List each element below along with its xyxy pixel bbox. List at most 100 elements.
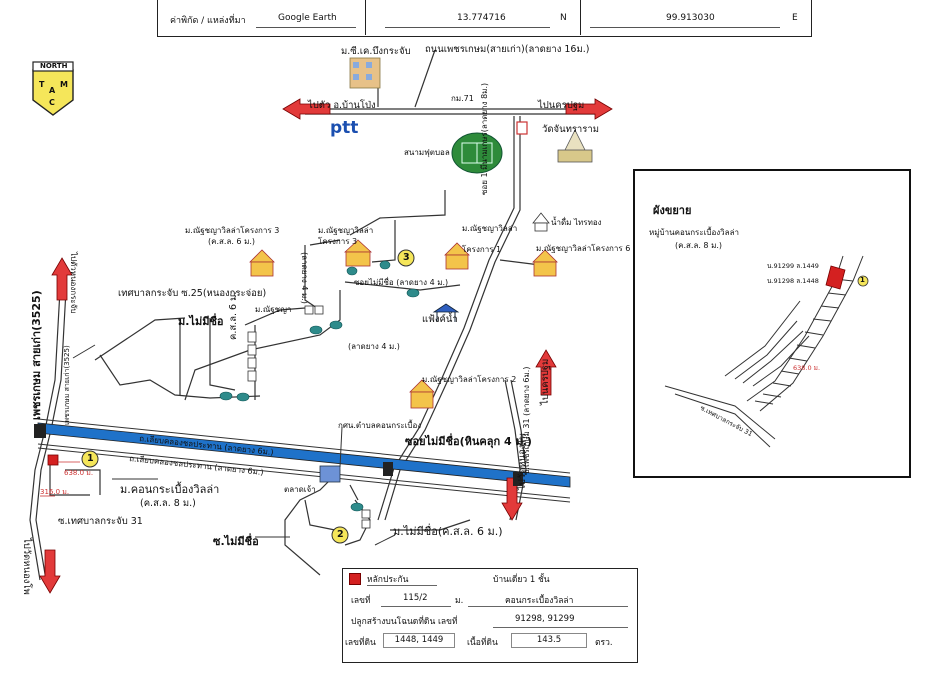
title-deed-label: ปลูกสร้างบนโฉนดที่ดิน เลขที่ xyxy=(351,617,458,627)
label-to-nakhon-pathom-right: ไปนครปฐม xyxy=(540,358,551,405)
village-proj6-icon xyxy=(532,249,558,277)
area-value: 143.5 xyxy=(511,633,587,648)
north-arrow-badge: NORTH T A M C xyxy=(31,60,75,116)
label-dist-638: 638.0 ม. xyxy=(64,469,94,477)
label-to-ban-pong: ไปตัว อ.บ้านโป่ง xyxy=(308,100,376,111)
label-konkra-sub: (ค.ส.ล. 8 ม.) xyxy=(140,498,196,509)
house-no-label: เลขที่ xyxy=(351,596,371,606)
label-dist-316: 316.0 ม. xyxy=(40,488,70,496)
label-m-natchaya: ม.ณัฐชญา xyxy=(255,305,292,314)
village-proj3-mid-icon xyxy=(343,239,373,267)
label-road-top: ถนนเพชรเกษม(สายเก่า)(ลาดยาง 16ม.) xyxy=(425,44,590,55)
latitude-cell: 13.774716 N xyxy=(365,0,581,35)
arrow-east-top xyxy=(565,98,613,120)
label-school-top: ม.ซี.เค.บึงกระจับ xyxy=(341,46,411,57)
coordinate-bar: ค่าพิกัด / แหล่งที่มา Google Earth 13.77… xyxy=(157,0,812,37)
label-petkasem-small: เพชรเกษม สายเก่า(3525) xyxy=(63,345,71,425)
label-water-tank: น้ำดื่ม ไทรทอง xyxy=(551,218,602,227)
land-no-value: 1448, 1449 xyxy=(383,633,455,648)
inset-detail-map: ผังขยาย หมู่บ้านคอนกระเบื้องวิลล่า (ค.ส.… xyxy=(633,169,911,478)
label-petkasem-left: เพชรเกษม สายเก่า(3525) xyxy=(30,290,43,420)
label-municipal31: ซ.เทศบาลกระจับ 31 xyxy=(58,516,143,527)
label-proj2: ม.ณัฐชญาวิลล่าโครงการ 2 xyxy=(422,375,517,384)
label-ptt: ptt xyxy=(330,118,359,138)
label-m-noname: ม.ไม่มีชื่อ xyxy=(178,315,224,328)
house-no-value: 115/2 xyxy=(403,593,428,603)
collateral-plot-marker xyxy=(47,454,59,466)
label-market: ตลาดเจ้า xyxy=(284,485,316,494)
arrow-north-right xyxy=(535,349,557,396)
label-m-noname-bottom: ม.ไม่มีชื่อ(ค.ส.ล. 6 ม.) xyxy=(393,525,503,538)
inset-plot-diagram xyxy=(664,255,869,448)
label-soi-noname-right: ซอยไม่มีชื่อ(หินคลุก 4 ม.) xyxy=(405,435,532,448)
marker-2-label: 2 xyxy=(337,529,344,540)
label-proj1-b: โครงการ 1 xyxy=(462,245,502,254)
inset-subtitle: หมู่บ้านคอนกระเบื้องวิลล่า xyxy=(649,228,739,237)
north-text: NORTH xyxy=(40,62,68,70)
temple-icon xyxy=(557,129,593,163)
longitude-cell: 99.913030 E xyxy=(580,0,811,35)
village-proj1-icon xyxy=(444,242,470,270)
label-proj3-mid: ม.ณัฐชญาวิลล่า xyxy=(318,226,374,235)
football-field-icon xyxy=(451,132,503,174)
inset-marker: 1 xyxy=(860,276,865,284)
label-proj6: ม.ณัฐชญาวิลล่าโครงการ 6 xyxy=(536,244,631,253)
marker-2-circle xyxy=(331,526,349,544)
badge-left-letter: T xyxy=(39,80,45,89)
label-konkra-villa: ม.คอนกระเบื้องวิลล่า xyxy=(120,483,220,496)
school-building-icon xyxy=(349,57,381,89)
marker-3-label: 3 xyxy=(403,252,410,263)
coordinate-source: Google Earth xyxy=(278,13,337,23)
badge-right-letter: M xyxy=(60,80,68,89)
legend-label: หลักประกัน xyxy=(367,575,409,585)
label-soi-noname-4: ซอยไม่มีชื่อ (ลาดยาง 4 ม.) xyxy=(354,278,449,287)
source-cell: ค่าพิกัด / แหล่งที่มา Google Earth xyxy=(158,0,366,35)
label-proj1: ม.ณัฐชญาวิลล่า xyxy=(462,224,518,233)
gazebo-icon xyxy=(432,303,460,322)
moo-label: ม. xyxy=(455,596,464,606)
legend-swatch xyxy=(349,573,361,585)
temple-gate-icon xyxy=(516,121,528,135)
label-css6-vertical: ค.ส.ล. 6 ม. xyxy=(228,291,239,340)
label-proj3-mid-b: โครงการ 3 xyxy=(318,237,358,246)
label-sala: แฟ้งค์น้ำ xyxy=(422,314,458,325)
arrow-west-top xyxy=(282,98,331,120)
label-paved4: (ลาดยาง 4 ม.) xyxy=(348,342,400,351)
arrow-south-right xyxy=(501,477,523,521)
label-to-wat-right: ไปวัดหนองโพ xyxy=(517,433,528,490)
inset-dist: 638.0 ม. xyxy=(793,364,821,372)
arrow-north-left xyxy=(51,257,73,301)
label-paved4-vertical: (ลาดยาง 4 ม.) xyxy=(300,252,309,304)
longitude-value: 99.913030 xyxy=(666,13,715,23)
house-type: บ้านเดี่ยว 1 ชั้น xyxy=(493,575,550,585)
label-proj3-left: ม.ณัฐชญาวิลล่าโครงการ 3 xyxy=(185,226,280,235)
north-arrow-icon xyxy=(32,61,74,116)
latitude-direction: N xyxy=(560,13,567,23)
label-temple: วัดจันทราราม xyxy=(542,124,599,135)
latitude-value: 13.774716 xyxy=(457,13,506,23)
label-proj3-left-sub: (ค.ส.ล. 6 ม.) xyxy=(208,237,255,246)
badge-bottom-letter: C xyxy=(49,98,55,107)
marker-3-circle xyxy=(397,249,415,267)
longitude-direction: E xyxy=(792,13,798,23)
label-to-ban-bueng: ไปตัวหนองกระจับ xyxy=(69,252,78,314)
label-to-nakhon-pathom-top: ไปนครปฐม xyxy=(538,100,585,111)
village-proj3-left-icon xyxy=(249,249,275,277)
inset-plot1: น.91299 ล.1449 xyxy=(767,262,819,270)
inset-subtitle2: (ค.ส.ล. 8 ม.) xyxy=(675,241,722,250)
label-municipal25: เทศบาลกระจับ ซ.25(หนองกระจ่อย) xyxy=(118,288,267,299)
area-unit: ตรว. xyxy=(595,638,613,648)
coordinate-field-label: ค่าพิกัด / แหล่งที่มา xyxy=(170,16,246,26)
inset-plot2: น.91298 ล.1448 xyxy=(767,277,819,285)
inset-title: ผังขยาย xyxy=(653,204,692,217)
arrow-south-left xyxy=(39,549,61,594)
water-tank-icon xyxy=(532,212,550,232)
village-name: คอนกระเบื้องวิลล่า xyxy=(505,596,574,606)
label-football: สนามฟุตบอล xyxy=(404,148,450,157)
badge-mid-letter: A xyxy=(49,86,56,95)
marker-1-circle xyxy=(81,450,99,468)
label-km71: กม.71 xyxy=(451,94,474,103)
label-to-wat-left: ไปวัดหนองโพ xyxy=(21,538,32,595)
collateral-info-box: หลักประกัน บ้านเดี่ยว 1 ชั้น เลขที่ 115/… xyxy=(342,568,638,663)
